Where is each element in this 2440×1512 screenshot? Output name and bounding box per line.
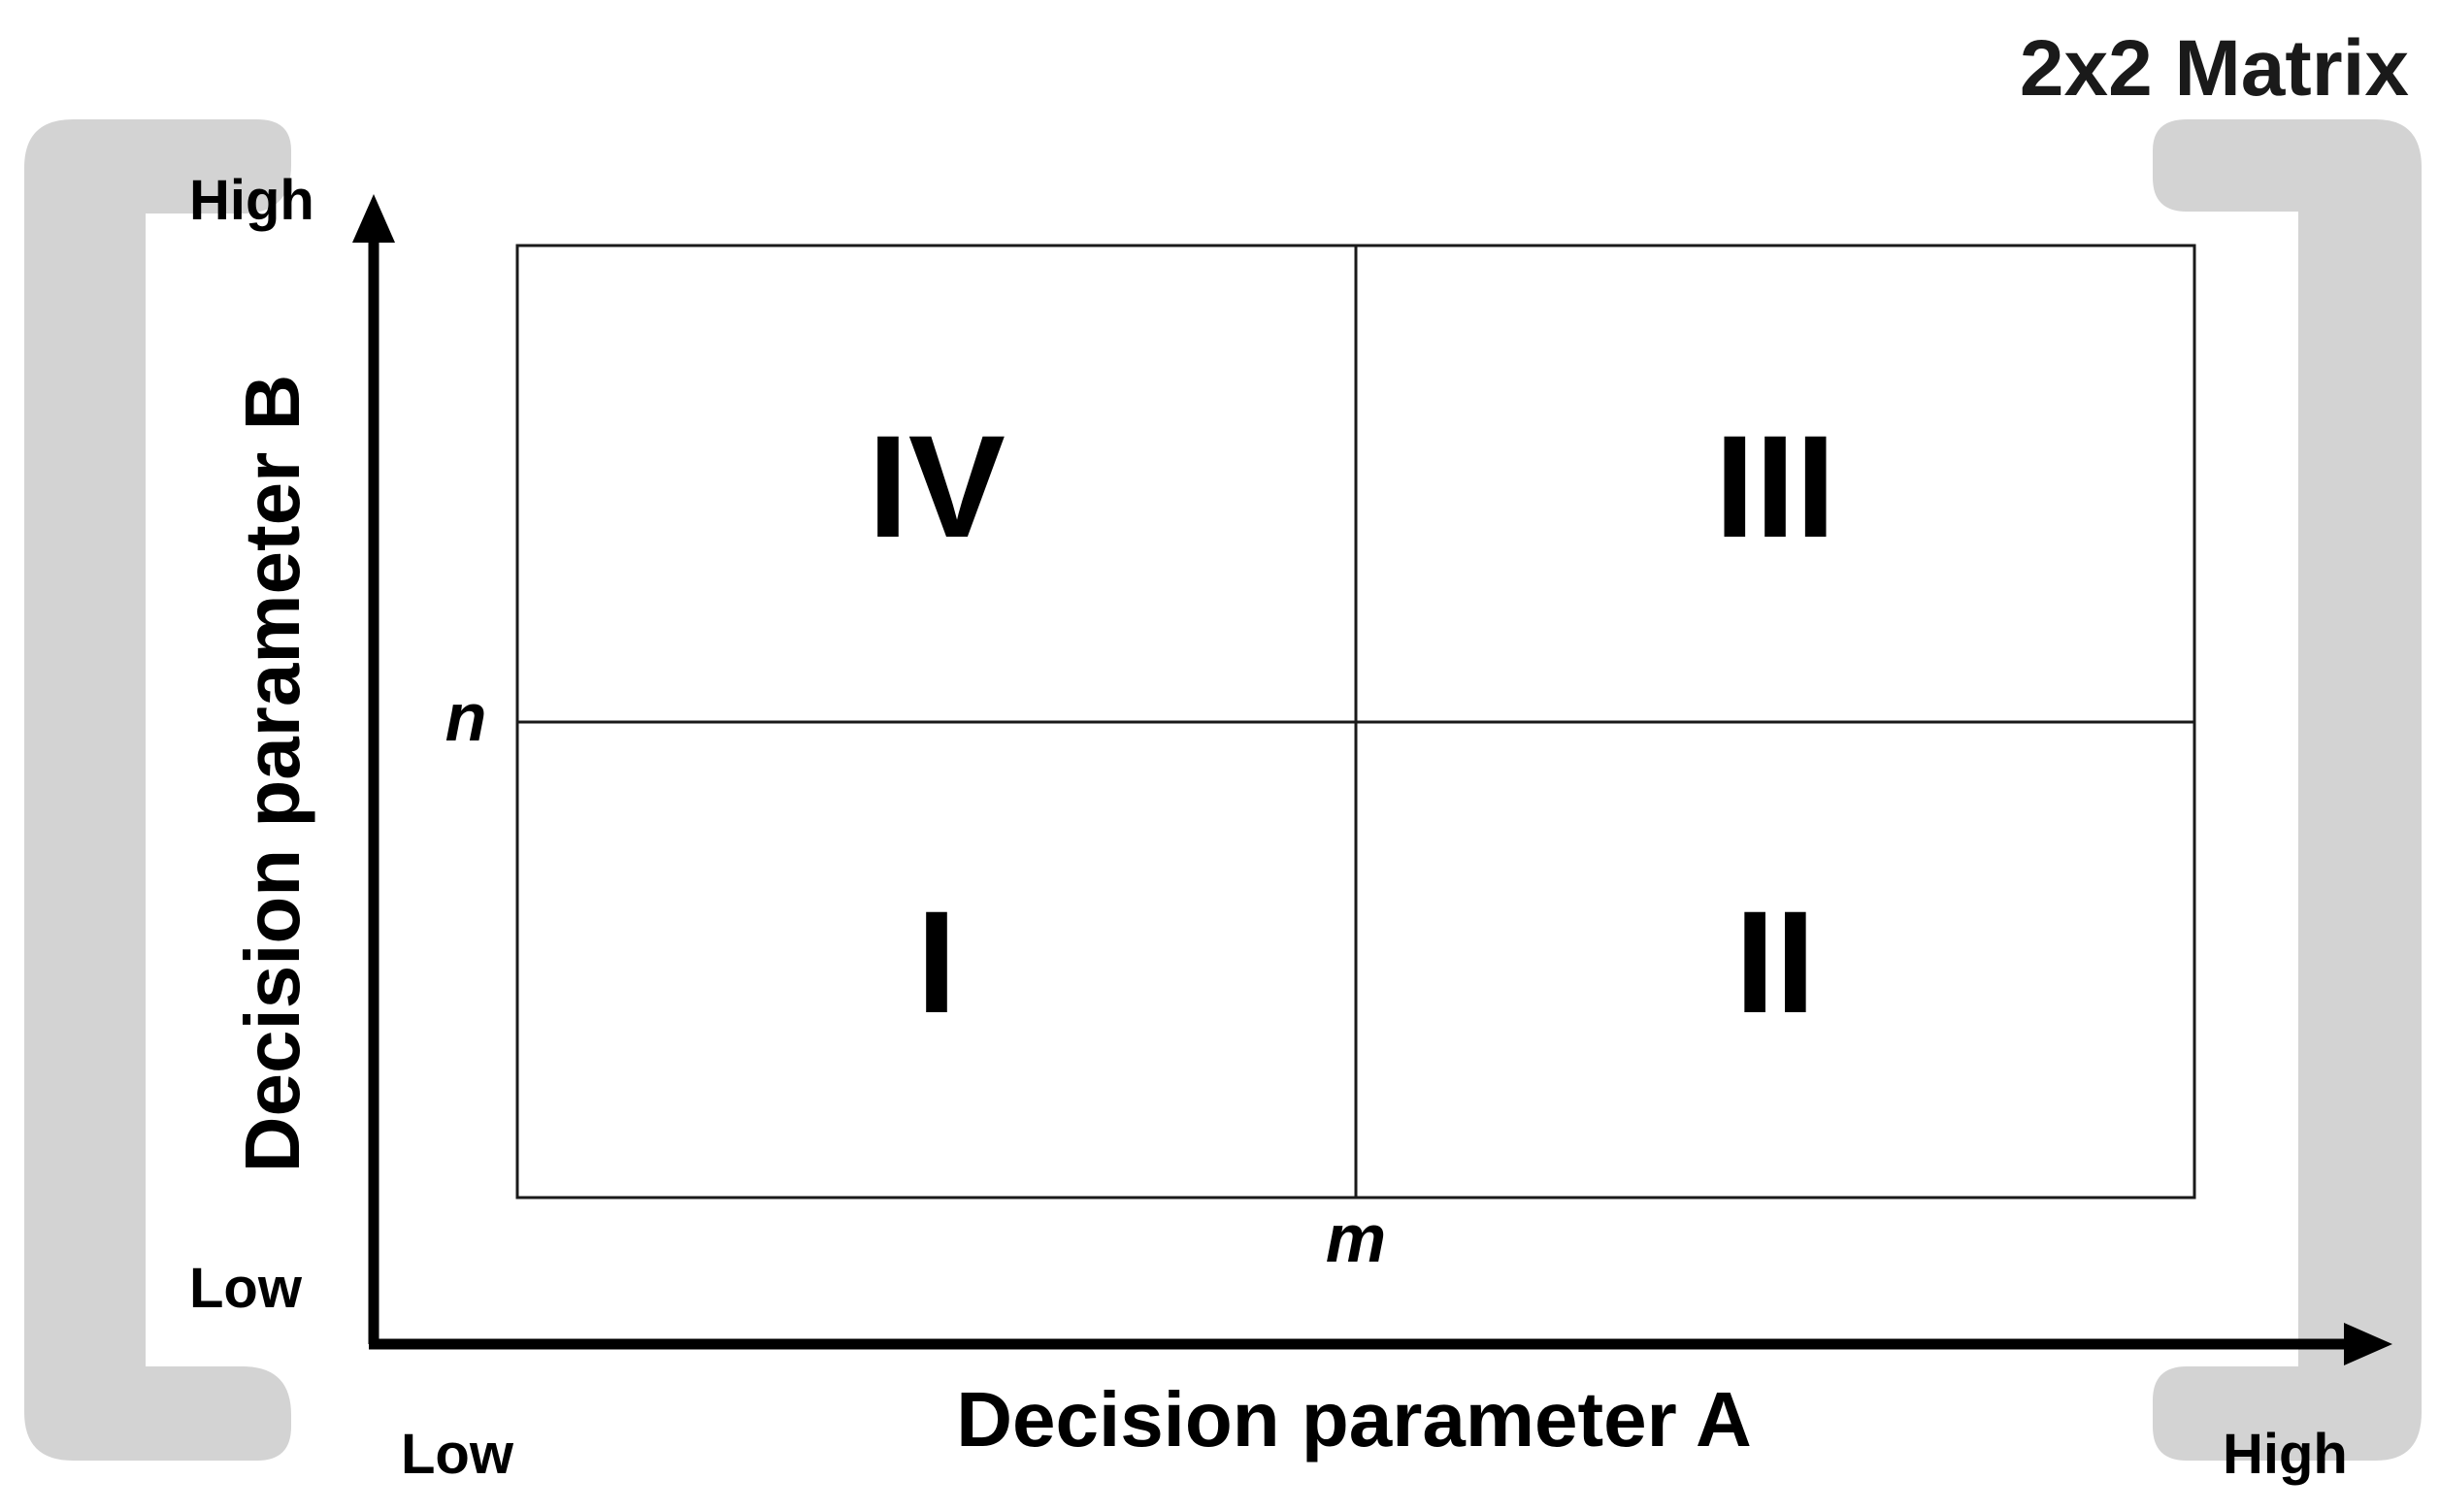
y-axis-title: Decision parameter B [229, 375, 315, 1173]
quadrant-iii-label: III [1714, 405, 1835, 568]
quadrant-ii-label: II [1734, 880, 1815, 1043]
x-axis-title: Decision parameter A [956, 1376, 1752, 1463]
right-bracket [2153, 119, 2422, 1461]
x-axis-arrowhead [2344, 1323, 2392, 1365]
quadrant-iv-label: IV [868, 405, 1006, 568]
y-axis-high-label: High [189, 169, 314, 232]
x-axis-high-label: High [2223, 1423, 2348, 1486]
y-axis-arrowhead [352, 194, 395, 243]
x-axis-low-label: Low [401, 1423, 514, 1486]
y-threshold-label: n [445, 679, 487, 755]
diagram-title: 2x2 Matrix [2020, 24, 2409, 113]
x-threshold-label: m [1326, 1200, 1386, 1276]
left-bracket [24, 119, 291, 1461]
y-axis-low-label: Low [189, 1257, 303, 1320]
quadrant-i-label: I [916, 880, 957, 1043]
